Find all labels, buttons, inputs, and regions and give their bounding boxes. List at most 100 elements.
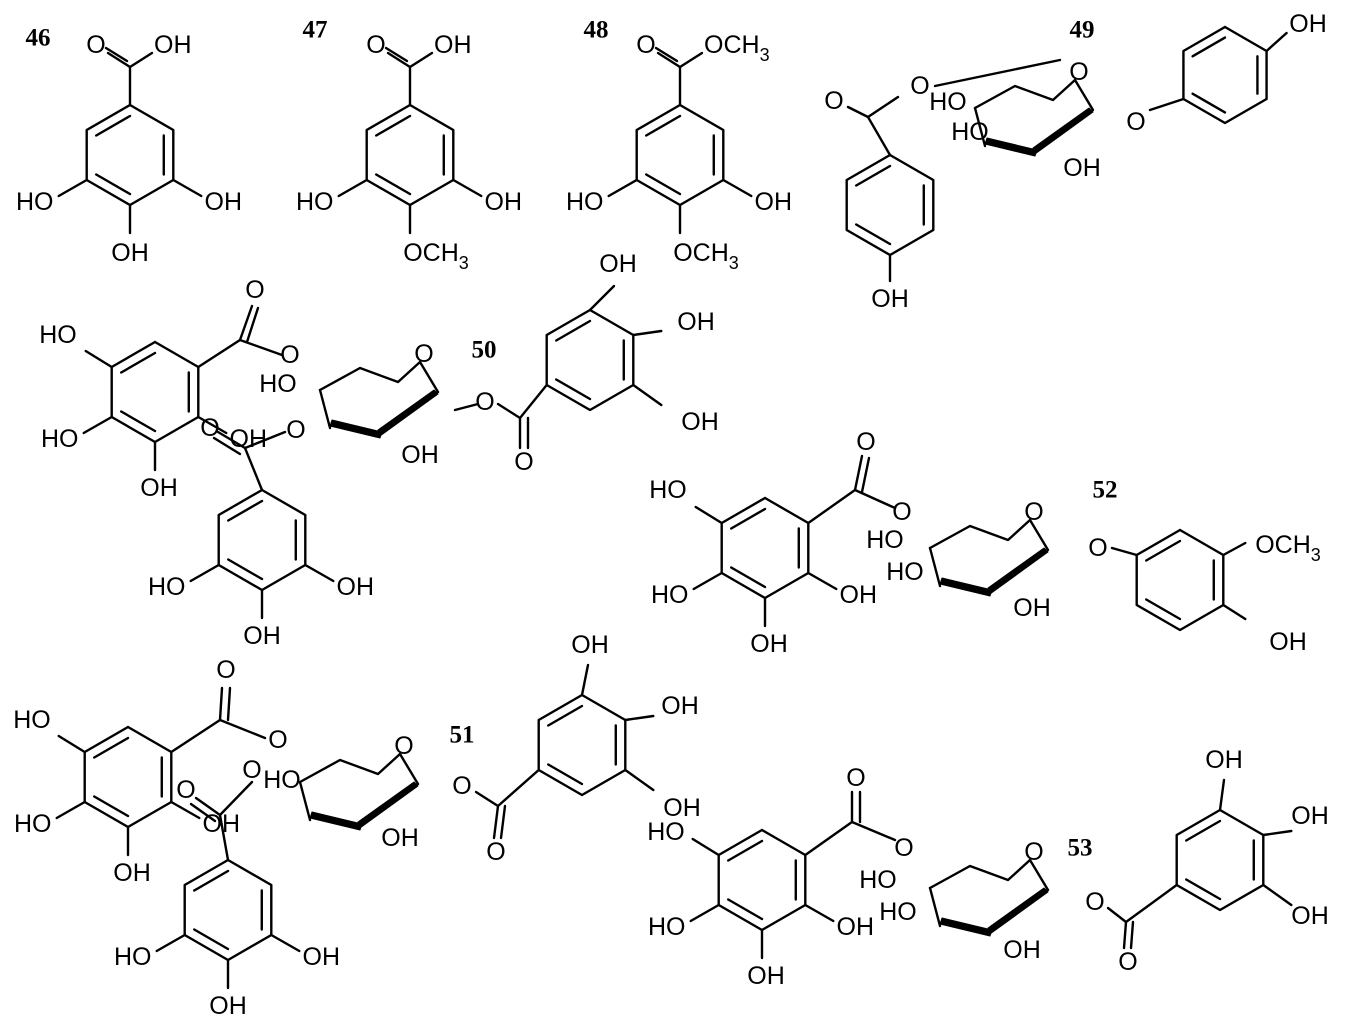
bond-line — [227, 558, 264, 581]
bond-line — [1106, 906, 1128, 924]
bond-line — [1191, 36, 1227, 58]
atom-label: HO — [647, 818, 685, 846]
atom-label: OH — [209, 992, 247, 1017]
bond-line — [1124, 883, 1178, 924]
bond-line — [193, 928, 230, 951]
atom-label: O — [394, 732, 413, 760]
atom-label: HO — [859, 866, 897, 894]
bond-line — [547, 763, 584, 786]
bond-line — [722, 178, 753, 198]
bond-line — [717, 828, 807, 932]
bond-line — [55, 800, 86, 820]
atom-label: OH — [303, 943, 341, 971]
atom-label: OCH3 — [673, 239, 739, 273]
atom-label: O — [286, 416, 305, 444]
atom-label: OH — [243, 622, 281, 650]
atom-label: OH — [205, 188, 243, 216]
bond-line — [846, 105, 870, 119]
atom-label: HO — [39, 321, 77, 349]
atom-label: O — [892, 498, 911, 526]
bond-line — [654, 46, 679, 63]
bond-line — [216, 430, 247, 450]
atom-label: OH — [747, 962, 785, 990]
atom-label: OH — [840, 581, 878, 609]
bond-line — [1262, 883, 1293, 907]
bond-line — [850, 820, 897, 842]
atom-label: OH — [750, 630, 788, 658]
bond-line — [57, 178, 88, 198]
compound-number: 49 — [1070, 17, 1095, 44]
atom-label: OH — [1269, 628, 1307, 656]
bond-line — [104, 46, 129, 63]
atom-label: OH — [661, 692, 699, 720]
bond-line — [727, 898, 764, 921]
bond-line — [197, 415, 228, 435]
bond-line — [217, 488, 307, 592]
atom-label: O — [268, 726, 287, 754]
bond-line — [318, 360, 422, 392]
bond-line — [1185, 819, 1222, 842]
bond-line — [218, 780, 254, 817]
bond-line — [928, 518, 1032, 550]
bond-line — [85, 103, 175, 207]
atom-label: O — [1069, 58, 1088, 86]
bond-line — [1262, 829, 1293, 837]
atom-label: OH — [401, 441, 439, 469]
atom-label: HO — [649, 476, 687, 504]
bond-line — [408, 51, 434, 69]
atom-label: O — [366, 31, 385, 59]
bond-line — [452, 178, 483, 198]
bond-line — [499, 804, 507, 840]
bond-line — [496, 768, 540, 808]
bond-line — [853, 488, 897, 510]
atom-label: OH — [677, 308, 715, 336]
atom-label: OH — [1291, 902, 1329, 930]
bond-line — [384, 46, 409, 63]
bond-line — [730, 507, 767, 530]
bond-line — [845, 153, 935, 257]
bond-line — [607, 178, 638, 198]
bond-line — [866, 95, 900, 119]
atom-label: HO — [651, 581, 689, 609]
atom-label: O — [176, 776, 195, 804]
bond-line — [170, 800, 201, 820]
atom-label: OH — [1013, 594, 1051, 622]
atom-label: O — [200, 414, 219, 442]
atom-label: HO — [566, 188, 604, 216]
bond-line — [238, 304, 254, 342]
bond-line — [1185, 878, 1222, 901]
bond-line — [304, 563, 335, 583]
bond-line — [386, 51, 412, 69]
atom-label: O — [1088, 534, 1107, 562]
bond-line — [375, 173, 412, 196]
bond-line — [155, 933, 186, 953]
atom-label: HO — [879, 898, 917, 926]
bond-line — [807, 571, 838, 591]
atom-label: O — [514, 448, 533, 476]
bond-line — [95, 173, 132, 196]
atom-label: O — [486, 838, 505, 866]
atom-label: OH — [140, 474, 178, 502]
bond-line — [1218, 778, 1226, 812]
atom-label: OH — [663, 794, 701, 822]
bond-line — [933, 58, 1062, 88]
bond-wedge — [309, 811, 363, 831]
atom-label: O — [1118, 948, 1137, 976]
bond-line — [83, 725, 173, 829]
bond-line — [453, 402, 480, 412]
bond-line — [95, 114, 132, 137]
bond-line — [804, 820, 854, 857]
bond-line — [692, 571, 723, 591]
bond-line — [855, 164, 892, 187]
bond-line — [218, 718, 267, 740]
atom-label: OH — [755, 188, 793, 216]
bond-line — [398, 752, 420, 786]
compound-number: 53 — [1068, 835, 1093, 862]
atom-label: OH — [599, 250, 637, 278]
atom-label: OH — [571, 631, 609, 659]
atom-label: OH — [871, 285, 909, 313]
atom-label: HO — [16, 188, 54, 216]
